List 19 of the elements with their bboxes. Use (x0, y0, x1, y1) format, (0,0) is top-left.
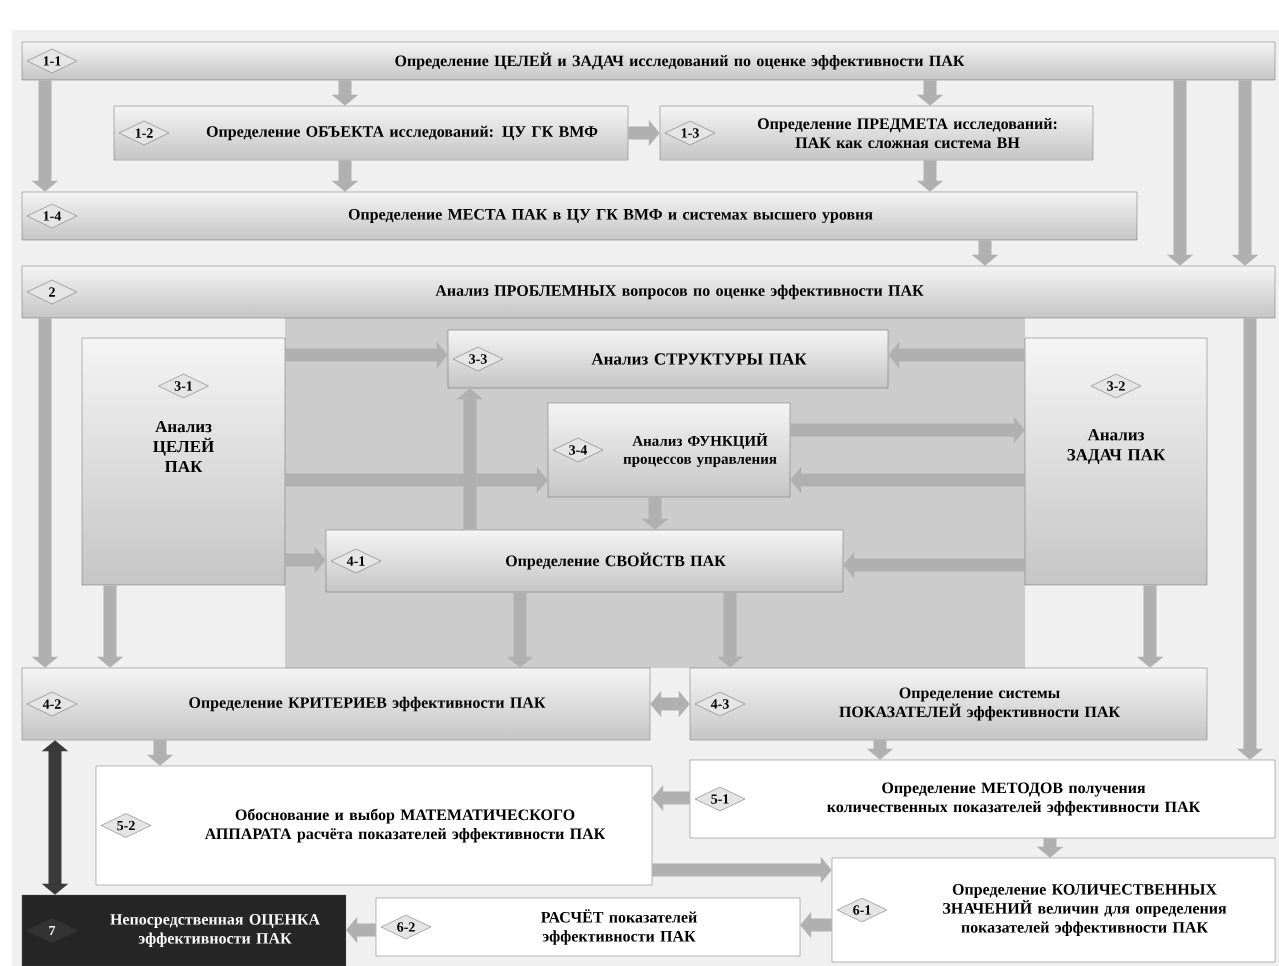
process-box: 1-2 Определение ОБЪЕКТА исследований: ЦУ ГК ВМФ (113, 105, 629, 161)
process-box: 3-3 Анализ СТРУКТУРЫ ПАК (447, 329, 889, 389)
process-box: 3-1 Анализ ЦЕЛЕЙ ПАК (81, 337, 286, 586)
process-box: 6-2 РАСЧЁТ показателей эффективности ПАК (375, 897, 801, 957)
process-box: 3-4 Анализ ФУНКЦИЙ процессов управления (547, 402, 791, 498)
process-box: 4-1 Определение СВОЙСТВ ПАК (325, 529, 844, 593)
process-box: 7 Непосредственная ОЦЕНКА эффективности ПАК (21, 894, 347, 966)
block-arrow (41, 740, 69, 895)
process-box: 6-1 Определение КОЛИЧЕСТВЕННЫХ ЗНАЧЕНИЙ величин для определения показателей эффективности ПАК (831, 857, 1276, 963)
process-box: 2 Анализ ПРОБЛЕМНЫХ вопросов по оценке эффективности ПАК (21, 265, 1276, 319)
process-box: 1-3 Определение ПРЕДМЕТА исследований: ПАК как сложная система ВН (659, 105, 1094, 161)
process-box: 3-2 Анализ ЗАДАЧ ПАК (1024, 337, 1208, 586)
process-box: 1-4 Определение МЕСТА ПАК в ЦУ ГК ВМФ и системах высшего уровня (21, 191, 1138, 241)
process-box: 4-2 Определение КРИТЕРИЕВ эффективности ПАК (21, 667, 651, 741)
process-box: 5-2 Обоснование и выбор МАТЕМАТИЧЕСКОГО АППАРАТА расчёта показателей эффективности ПАК (95, 765, 653, 886)
process-box: 5-1 Определение МЕТОДОВ получения количественных показателей эффективности ПАК (689, 759, 1276, 839)
process-box: 4-3 Определение системы ПОКАЗАТЕЛЕЙ эффективности ПАК (689, 667, 1208, 741)
process-box: 1-1 Определение ЦЕЛЕЙ и ЗАДАЧ исследований по оценке эффективности ПАК (21, 41, 1276, 81)
block-arrow (650, 690, 690, 718)
